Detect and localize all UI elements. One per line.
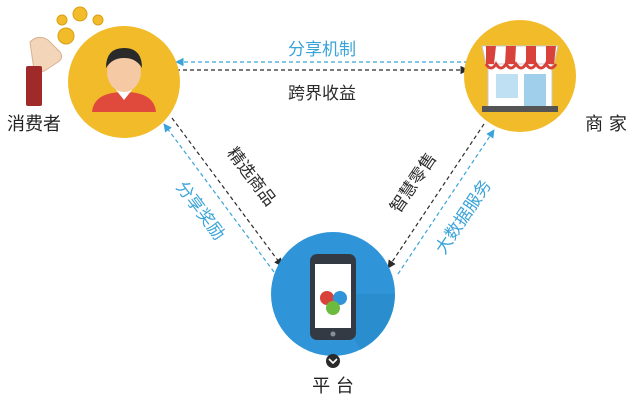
smart-retail-arrow — [387, 123, 485, 269]
big-data-arrow — [397, 129, 495, 275]
edge-label-cross-revenue: 跨界收益 — [288, 84, 356, 104]
merchant-node: 商 家 — [464, 20, 627, 135]
edge-label-smart-retail: 智慧零售 — [387, 149, 442, 217]
consumer-label: 消费者 — [7, 114, 61, 135]
chevron-down-icon — [326, 354, 340, 368]
coin-hand-icon — [26, 6, 104, 106]
edge-label-share-mechanism: 分享机制 — [288, 40, 356, 60]
curated-goods-arrow — [171, 117, 283, 267]
platform-label: 平 台 — [312, 376, 354, 397]
consumer-node: 消费者 — [7, 6, 180, 138]
phone-app-icon — [310, 254, 356, 340]
shop-icon — [481, 45, 559, 112]
edge-label-curated-goods: 精选商品 — [223, 144, 280, 210]
share-reward-arrow — [163, 123, 275, 273]
merchant-label: 商 家 — [585, 114, 627, 135]
platform-node: 平 台 — [271, 232, 396, 397]
edge-label-share-reward: 分享奖励 — [172, 178, 229, 244]
person-icon — [92, 48, 156, 112]
